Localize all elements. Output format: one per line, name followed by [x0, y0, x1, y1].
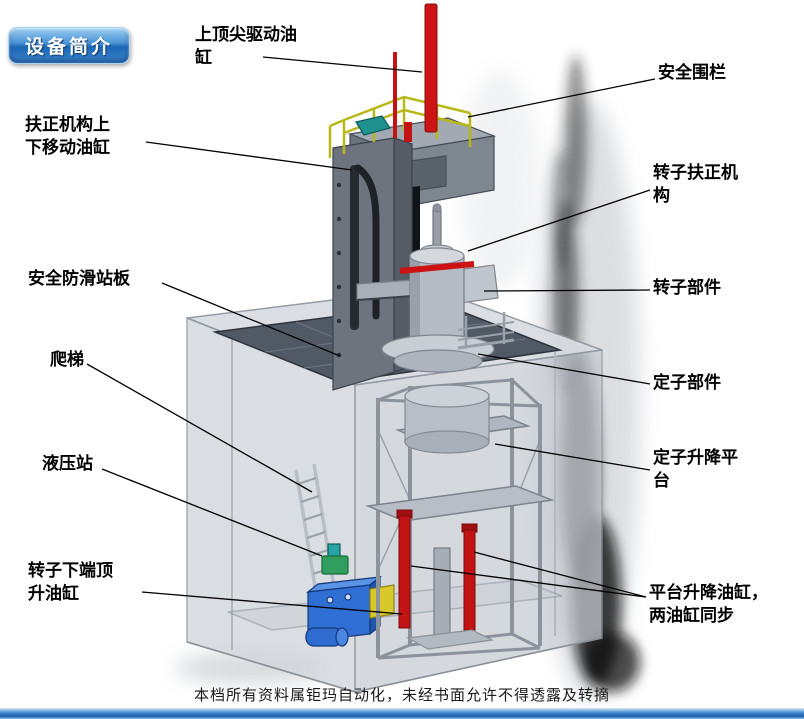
label-ladder: 爬梯: [50, 350, 84, 369]
leader-ladder: [86, 363, 313, 493]
leader-rotor-righting-mechanism: [467, 189, 651, 252]
column-part: [332, 137, 413, 391]
leader-lines: [86, 56, 656, 615]
title-badge: 设备简介: [8, 27, 131, 64]
leader-stator-lift-platform: [494, 443, 651, 471]
label-platform-lift-cylinders: 平台升降油缸，两油缸同步: [649, 583, 768, 625]
top-drive-cylinder-part: [393, 3, 438, 142]
label-rotor-component: 转子部件: [653, 278, 721, 297]
leader-stator-component: [477, 353, 651, 385]
leader-rotor-bottom-jack: [141, 591, 403, 615]
label-hydraulic-station: 液压站: [42, 454, 93, 473]
leader-platform-cylinder-right: [473, 551, 647, 598]
stator-cylinder-part: [404, 384, 490, 454]
leader-rotor-component: [483, 289, 651, 292]
label-anti-slip-standing-platform: 安全防滑站板: [28, 269, 130, 288]
label-stator-component: 定子部件: [653, 373, 721, 392]
side-bracket-part: [457, 312, 515, 350]
leader-hydraulic-station: [101, 468, 323, 557]
label-righting-mechanism-lift-cylinder: 扶正机构上下移动油缸: [25, 115, 110, 157]
title-badge-label: 设备简介: [25, 37, 114, 58]
label-rotor-righting-mechanism: 转子扶正机构: [653, 163, 738, 205]
leader-anti-slip-platform: [161, 282, 341, 357]
confidentiality-footer: 本档所有资料属钜玛自动化，未经书面允许不得透露及转摘: [193, 687, 610, 704]
label-stator-lift-platform: 定子升降平台: [653, 448, 738, 490]
platform-lift-cylinders-part: [396, 509, 478, 631]
hydraulic-station-part: [305, 543, 395, 647]
label-safety-fence: 安全围栏: [658, 63, 726, 82]
bottom-accent-bar: [0, 708, 804, 719]
leader-platform-cylinder-left: [410, 565, 647, 598]
label-rotor-bottom-jack-cylinder: 转子下端顶升油缸: [28, 561, 113, 603]
aux-box-part: [355, 115, 391, 136]
leader-safety-fence: [467, 78, 656, 118]
leader-top-center-drive-cylinder: [262, 56, 423, 73]
label-top-center-drive-cylinder: 上顶尖驱动油缸: [195, 25, 297, 67]
leader-righting-lift-cylinder: [145, 141, 353, 171]
